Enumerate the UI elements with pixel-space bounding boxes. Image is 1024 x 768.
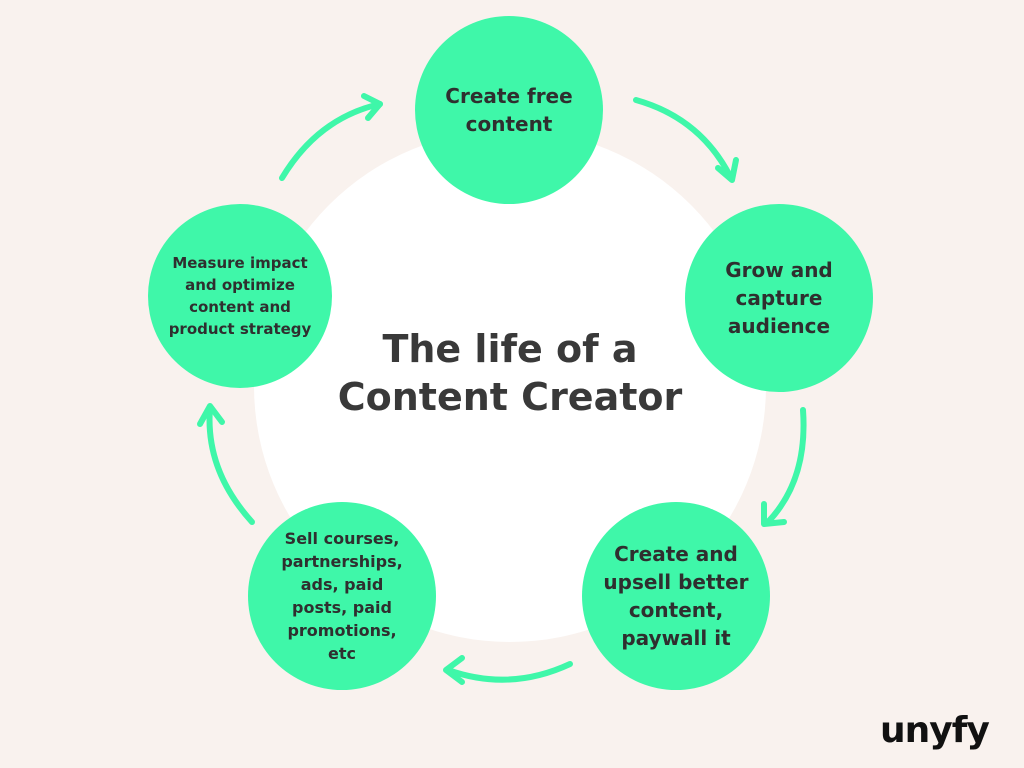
- step-2-line-2: capture: [735, 286, 823, 310]
- arrow-up-icon: [197, 403, 255, 525]
- step-upsell-content: Create and upsell better content, paywal…: [582, 502, 770, 690]
- step-4-line-3: ads, paid: [300, 575, 384, 594]
- arrow-left-icon: [443, 655, 573, 685]
- step-5-line-4: product strategy: [168, 320, 312, 338]
- diagram-title: The life of a Content Creator: [300, 325, 720, 421]
- brand-logo: unyfy: [880, 710, 990, 751]
- step-3-line-2: upsell better: [603, 570, 749, 594]
- step-1-line-1: Create free: [445, 84, 573, 108]
- step-4-line-2: partnerships,: [281, 552, 403, 571]
- step-3-line-4: paywall it: [621, 626, 731, 650]
- step-create-free-content: Create free content: [415, 16, 603, 204]
- step-4-line-6: etc: [328, 644, 356, 663]
- arrow-up-right-icon: [279, 93, 383, 181]
- arrow-down-icon: [761, 407, 807, 527]
- step-2-line-3: audience: [727, 314, 831, 338]
- step-3-line-1: Create and: [614, 542, 738, 566]
- step-4-line-1: Sell courses,: [284, 529, 400, 548]
- step-measure-impact: Measure impact and optimize content and …: [148, 204, 332, 388]
- step-4-line-5: promotions,: [287, 621, 397, 640]
- step-3-line-3: content,: [628, 598, 724, 622]
- step-5-line-3: content and: [189, 298, 291, 316]
- step-5-line-1: Measure impact: [172, 254, 308, 272]
- step-sell-courses: Sell courses, partnerships, ads, paid po…: [248, 502, 436, 690]
- arrow-right-down-icon: [633, 97, 739, 183]
- step-2-line-1: Grow and: [725, 258, 833, 282]
- step-1-line-2: content: [465, 112, 553, 136]
- step-grow-audience: Grow and capture audience: [685, 204, 873, 392]
- title-line-1: The life of a: [382, 327, 638, 371]
- title-line-2: Content Creator: [337, 375, 683, 419]
- step-5-line-2: and optimize: [185, 276, 295, 294]
- step-4-line-4: posts, paid: [292, 598, 392, 617]
